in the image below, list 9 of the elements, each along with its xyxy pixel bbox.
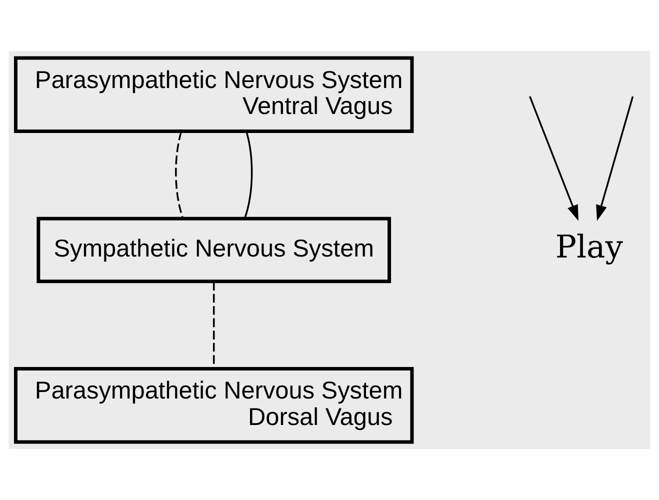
connector: [175, 131, 184, 219]
connector: [212, 282, 215, 368]
connector: [244, 131, 253, 219]
node-text: Play: [555, 230, 623, 266]
arrow: [529, 96, 578, 221]
node-box: Parasympathetic Nervous System Dorsal Vagus: [14, 366, 414, 444]
arrow: [596, 96, 634, 221]
node-box: Parasympathetic Nervous System Ventral Vagus: [14, 56, 414, 134]
node-box: Sympathetic Nervous System: [36, 216, 392, 284]
